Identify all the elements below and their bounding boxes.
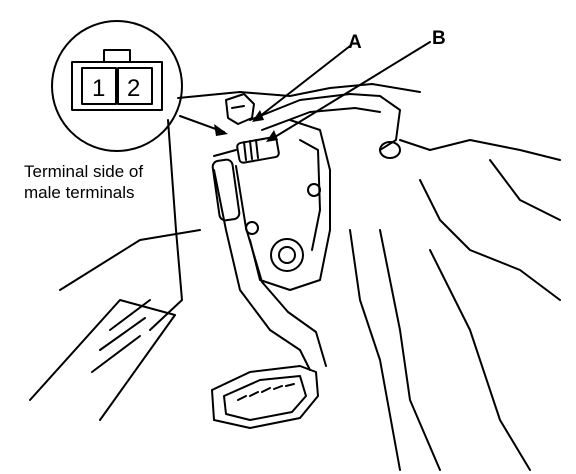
connector-a xyxy=(225,93,255,125)
pedal-arm-outline xyxy=(213,169,311,371)
pedal-pivot-inner xyxy=(278,246,296,264)
callout-circle xyxy=(51,20,183,152)
kick-panel-outline xyxy=(59,229,201,291)
pedal-rod-joint xyxy=(245,221,259,235)
pin-2-frame xyxy=(117,67,153,105)
leader-b-arrowhead xyxy=(266,130,278,142)
pin-2-label: 2 xyxy=(127,75,140,102)
pedal-arm-outline-2 xyxy=(235,165,327,367)
leader-a xyxy=(254,45,351,121)
leader-b xyxy=(269,41,431,141)
floor-carpet-line-2 xyxy=(99,317,146,351)
body-right-contour-2 xyxy=(429,249,531,471)
callout-b-label: B xyxy=(432,28,446,49)
bracket-b-inner xyxy=(261,107,381,131)
connector-tab xyxy=(103,49,131,63)
caption-line-1: Terminal side of xyxy=(24,162,144,181)
body-right-contour-4 xyxy=(349,229,401,471)
pin-1-frame xyxy=(81,67,117,105)
pedal-pivot xyxy=(270,238,304,272)
bracket-hole xyxy=(307,183,321,197)
pedal-bracket xyxy=(249,119,331,291)
pedal-pad-ribs xyxy=(237,383,295,401)
floor-panel-outline xyxy=(29,299,176,421)
terminal-side-caption: Terminal side of male terminals xyxy=(24,161,184,203)
clutch-switch-plunger xyxy=(213,149,237,157)
bracket-b-bolt xyxy=(379,141,401,159)
pedal-rod xyxy=(211,158,241,222)
steering-column-housing xyxy=(399,139,561,161)
leader-callout-arrowhead xyxy=(214,124,228,136)
leader-a-arrowhead xyxy=(252,110,264,122)
caption-line-2: male terminals xyxy=(24,183,135,202)
floor-carpet-line-3 xyxy=(91,335,141,373)
floor-carpet-line xyxy=(109,299,151,331)
pedal-pad-inner xyxy=(223,375,307,421)
pedal-pad xyxy=(211,365,319,429)
clutch-switch-threads xyxy=(243,139,259,161)
body-right-contour-3 xyxy=(489,159,561,221)
pin-1-label: 1 xyxy=(92,75,105,102)
dash-panel-left-edge xyxy=(149,119,183,331)
steering-column-lower xyxy=(419,179,561,301)
connector-a-lock xyxy=(231,105,245,109)
callout-a-label: A xyxy=(348,32,362,53)
bracket-b xyxy=(249,93,401,151)
pedal-bracket-inner xyxy=(299,139,321,251)
dash-panel-outline xyxy=(177,83,421,99)
body-right-contour xyxy=(379,229,441,471)
